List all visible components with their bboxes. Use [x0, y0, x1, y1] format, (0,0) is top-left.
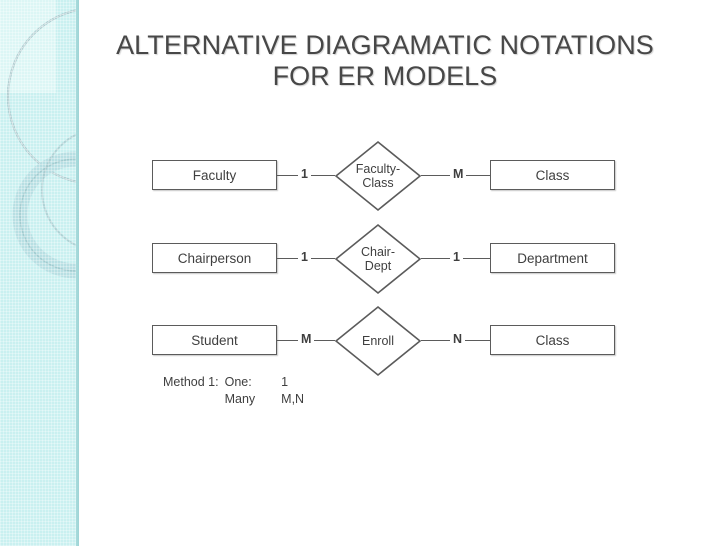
er-row-2: Chairperson 1 Chair- Dept 1 Department [0, 221, 728, 297]
legend-many-value: M,N [281, 392, 305, 406]
entity-box-faculty: Faculty [152, 160, 277, 190]
legend-one-label: One: [224, 375, 252, 389]
cardinality-right: M [450, 166, 467, 182]
relationship-label-line-1: Faculty- [355, 162, 401, 176]
cardinality-right: N [450, 331, 466, 347]
er-row-3: Student M Enroll N Class [0, 303, 728, 379]
entity-box-class-2: Class [490, 325, 615, 355]
page-title-line-2: FOR ER MODELS [272, 61, 498, 91]
entity-label: Chairperson [177, 250, 252, 266]
entity-label: Class [535, 167, 570, 183]
entity-box-department: Department [490, 243, 615, 273]
relationship-diamond-enroll: Enroll [334, 305, 422, 377]
cardinality-left: 1 [298, 166, 311, 182]
relationship-diamond-chair-dept: Chair- Dept [334, 223, 422, 295]
relationship-label-line-1: Chair- [360, 245, 396, 259]
cardinality-left: M [298, 331, 315, 347]
legend-one-value: 1 [281, 375, 289, 389]
legend-spacer [163, 391, 219, 408]
legend-row-one: Method 1: One: 1 [163, 374, 304, 391]
relationship-label-line-1: Enroll [362, 334, 394, 348]
entity-box-class-1: Class [490, 160, 615, 190]
entity-label: Class [535, 332, 570, 348]
cardinality-right: 1 [450, 249, 463, 265]
page-title-line-1: ALTERNATIVE DIAGRAMATIC NOTATIONS [116, 30, 654, 60]
entity-label: Student [191, 332, 238, 348]
entity-label: Department [517, 250, 588, 266]
er-row-1: Faculty 1 Faculty- Class M Class [0, 138, 728, 214]
relationship-label: Enroll [334, 305, 422, 377]
legend-method-label: Method 1: [163, 375, 219, 389]
relationship-label: Chair- Dept [334, 223, 422, 295]
legend-row-many: Many M,N [163, 391, 305, 408]
entity-box-student: Student [152, 325, 277, 355]
relationship-label-line-2: Dept [364, 259, 392, 273]
entity-label: Faculty [192, 167, 237, 183]
cardinality-left: 1 [298, 249, 311, 265]
page-title: ALTERNATIVE DIAGRAMATIC NOTATIONS FOR ER… [92, 30, 678, 92]
relationship-label-line-2: Class [362, 176, 394, 190]
relationship-label: Faculty- Class [334, 140, 422, 212]
legend-many-label: Many [224, 392, 256, 406]
legend: Method 1: One: 1 Many M,N [163, 374, 304, 408]
entity-box-chairperson: Chairperson [152, 243, 277, 273]
sidebar-edge [76, 0, 79, 546]
relationship-diamond-faculty-class: Faculty- Class [334, 140, 422, 212]
